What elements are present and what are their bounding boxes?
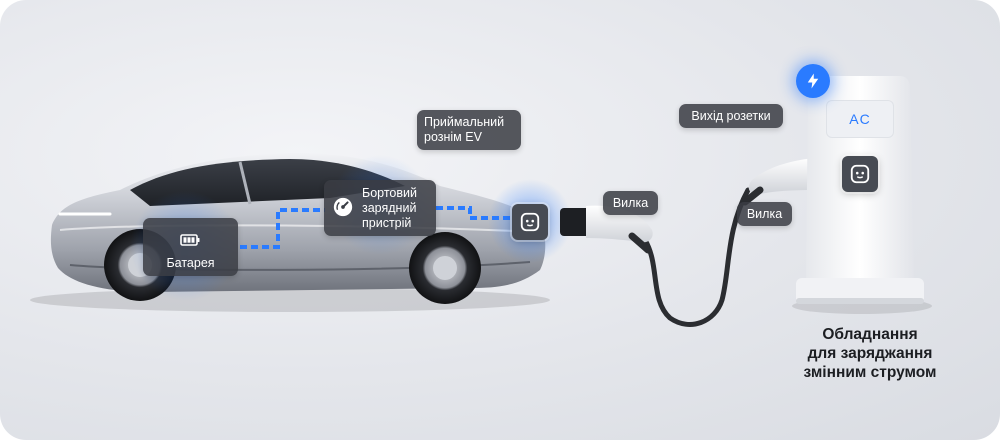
socket-outlet-label-box: Вихід розетки bbox=[679, 104, 783, 128]
socket-icon bbox=[520, 212, 540, 232]
battery-label-box: Батарея bbox=[143, 218, 238, 276]
station-caption: Обладнання для заряджання змінним струмо… bbox=[790, 325, 950, 382]
caption-line-1: Обладнання bbox=[822, 326, 918, 343]
onboard-charger-label-box: Бортовий зарядний пристрій bbox=[324, 180, 436, 236]
battery-label: Батарея bbox=[166, 256, 215, 270]
ev-inlet-label-box: Приймальний рознім EV bbox=[417, 110, 521, 150]
socket-icon bbox=[850, 164, 870, 184]
plug-right-label-box: Вилка bbox=[737, 202, 792, 226]
onboard-charger-label-line-1: Бортовий bbox=[362, 186, 417, 200]
onboard-charger-label-line-3: пристрій bbox=[362, 216, 412, 230]
ev-inlet-socket bbox=[512, 204, 548, 240]
bolt-icon bbox=[807, 73, 819, 89]
battery-icon bbox=[180, 234, 200, 246]
station-screen: AC bbox=[826, 100, 894, 138]
socket-outlet-label: Вихід розетки bbox=[691, 108, 771, 123]
caption-line-2: для заряджання bbox=[807, 345, 933, 362]
ev-inlet-label-line-1: Приймальний bbox=[424, 115, 505, 129]
gauge-icon bbox=[333, 197, 353, 217]
plug-right-label: Вилка bbox=[746, 206, 783, 221]
left-plug bbox=[560, 205, 653, 254]
caption-line-3: змінним струмом bbox=[803, 364, 937, 381]
ev-inlet-label-line-2: рознім EV bbox=[424, 130, 482, 144]
car bbox=[50, 152, 546, 304]
plug-left-label-box: Вилка bbox=[603, 191, 658, 215]
bolt-badge bbox=[796, 64, 830, 98]
onboard-charger-label-line-2: зарядний bbox=[362, 201, 417, 215]
power-path bbox=[240, 206, 512, 249]
station-socket bbox=[842, 156, 878, 192]
charging-cable bbox=[642, 187, 751, 327]
plug-left-label: Вилка bbox=[612, 195, 649, 210]
